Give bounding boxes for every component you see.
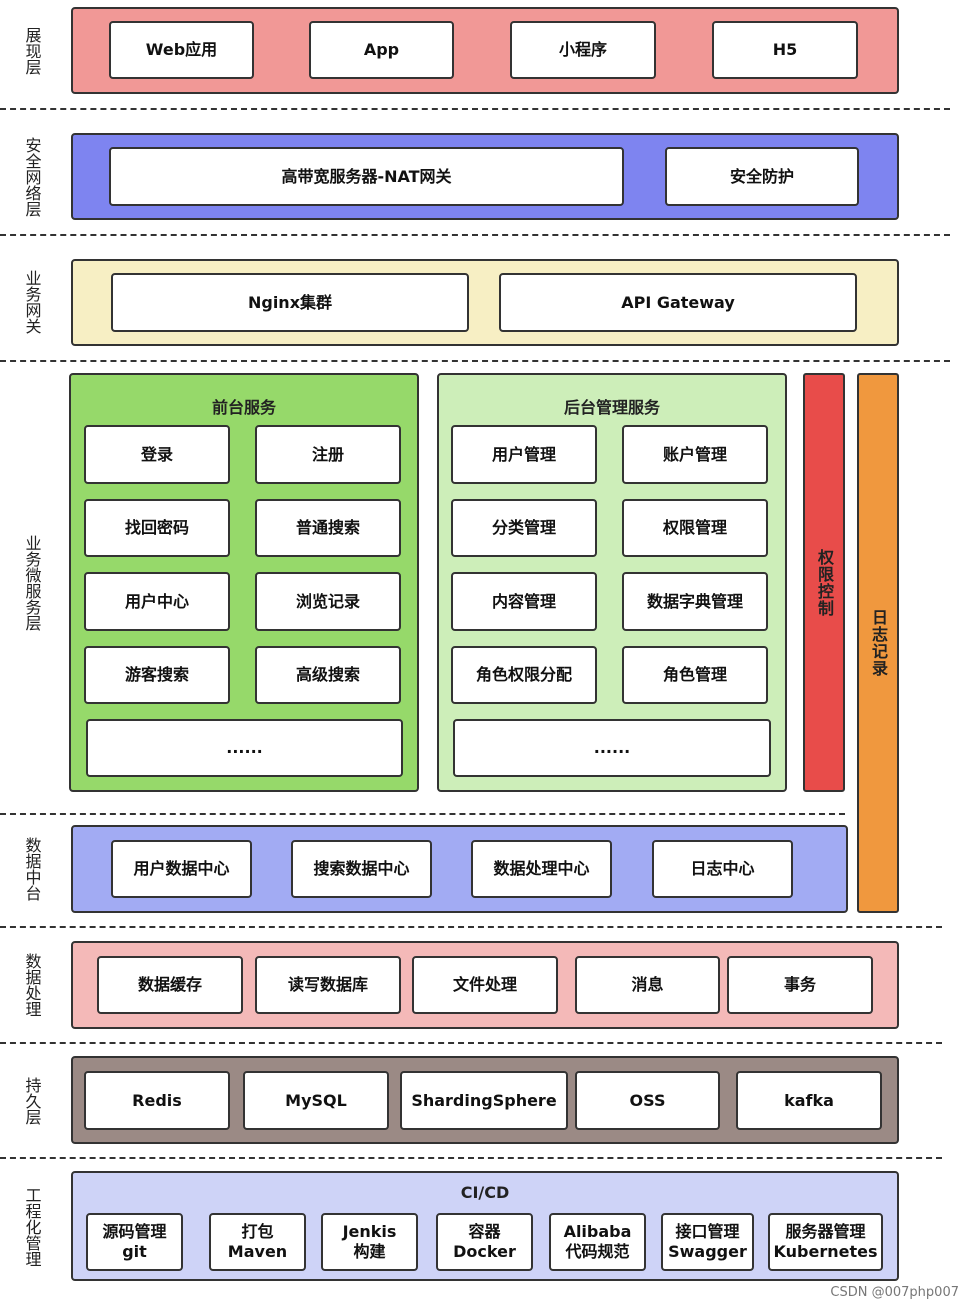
back-permission-management-box: 权限管理 xyxy=(622,499,768,557)
search-data-center-box: 搜索数据中心 xyxy=(291,840,432,898)
read-write-db-box: 读写数据库 xyxy=(255,956,401,1014)
back-role-permission-box: 角色权限分配 xyxy=(451,646,597,704)
data-processing-center-box: 数据处理中心 xyxy=(471,840,612,898)
cicd-title: CI/CD xyxy=(460,1183,510,1202)
layer-divider xyxy=(0,234,950,236)
front-browse-history-box: 浏览记录 xyxy=(255,572,401,631)
back-service-title: 后台管理服务 xyxy=(563,398,660,417)
nat-gateway-box: 高带宽服务器-NAT网关 xyxy=(109,147,624,206)
h5-box: H5 xyxy=(712,21,858,79)
tool-line2: Docker xyxy=(453,1242,516,1261)
tool-line1: 打包 xyxy=(241,1222,274,1241)
layer-label-engineering: 工程化管理 xyxy=(22,1187,42,1267)
layer-label-data-processing: 数据处理 xyxy=(22,953,42,1017)
layer-divider xyxy=(0,1042,942,1044)
tool-line2: git xyxy=(122,1242,147,1261)
data-cache-box: 数据缓存 xyxy=(97,956,243,1014)
back-dictionary-management-box: 数据字典管理 xyxy=(622,572,768,631)
front-service-title: 前台服务 xyxy=(211,398,276,417)
tool-line2: Swagger xyxy=(668,1242,747,1261)
app-box: App xyxy=(309,21,454,79)
log-center-box: 日志中心 xyxy=(652,840,793,898)
layer-label-microservice: 业务微服务层 xyxy=(22,535,42,631)
shardingsphere-box: ShardingSphere xyxy=(400,1071,568,1130)
security-protection-box: 安全防护 xyxy=(665,147,859,206)
front-register-box: 注册 xyxy=(255,425,401,484)
layer-divider xyxy=(0,813,845,815)
tool-line1: Alibaba xyxy=(563,1222,632,1241)
watermark: CSDN @007php007 xyxy=(830,1285,959,1300)
back-content-management-box: 内容管理 xyxy=(451,572,597,631)
message-box: 消息 xyxy=(575,956,720,1014)
layer-label-persistence: 持久层 xyxy=(22,1077,42,1125)
tool-line2: Kubernetes xyxy=(773,1242,878,1261)
back-category-management-box: 分类管理 xyxy=(451,499,597,557)
permission-control-bar: 权限控制 xyxy=(803,373,845,792)
user-data-center-box: 用户数据中心 xyxy=(111,840,252,898)
tool-line1: 容器 xyxy=(468,1222,501,1241)
alibaba-code-standard-box: Alibaba 代码规范 xyxy=(549,1213,646,1271)
front-find-password-box: 找回密码 xyxy=(84,499,230,557)
tool-line2: 代码规范 xyxy=(565,1242,630,1261)
tool-line1: Jenkis xyxy=(342,1222,397,1241)
file-processing-box: 文件处理 xyxy=(412,956,558,1014)
jenkins-build-box: Jenkis 构建 xyxy=(321,1213,418,1271)
log-record-bar: 日志记录 xyxy=(857,373,899,913)
tool-line1: 接口管理 xyxy=(675,1222,740,1241)
back-more-box: ...... xyxy=(453,719,771,777)
layer-divider xyxy=(0,108,950,110)
kafka-box: kafka xyxy=(736,1071,882,1130)
layer-divider xyxy=(0,926,942,928)
web-app-box: Web应用 xyxy=(109,21,254,79)
layer-label-security: 安全网络层 xyxy=(22,137,42,217)
front-normal-search-box: 普通搜索 xyxy=(255,499,401,557)
back-account-management-box: 账户管理 xyxy=(622,425,768,484)
tool-line2: Maven xyxy=(227,1242,288,1261)
redis-box: Redis xyxy=(84,1071,230,1130)
tool-line1: 服务器管理 xyxy=(785,1222,866,1241)
mini-program-box: 小程序 xyxy=(510,21,656,79)
container-docker-box: 容器 Docker xyxy=(436,1213,533,1271)
layer-divider xyxy=(0,360,950,362)
back-role-management-box: 角色管理 xyxy=(622,646,768,704)
front-login-box: 登录 xyxy=(84,425,230,484)
tool-line2: 构建 xyxy=(353,1242,386,1261)
package-maven-box: 打包 Maven xyxy=(209,1213,306,1271)
layer-label-gateway: 业务网关 xyxy=(22,270,42,334)
transaction-box: 事务 xyxy=(727,956,873,1014)
front-user-center-box: 用户中心 xyxy=(84,572,230,631)
mysql-box: MySQL xyxy=(243,1071,389,1130)
layer-label-data-center: 数据中台 xyxy=(22,837,42,901)
server-management-kubernetes-box: 服务器管理 Kubernetes xyxy=(768,1213,883,1271)
tool-line1: 源码管理 xyxy=(102,1222,167,1241)
back-user-management-box: 用户管理 xyxy=(451,425,597,484)
front-advanced-search-box: 高级搜索 xyxy=(255,646,401,704)
front-more-box: ...... xyxy=(86,719,403,777)
log-record-label: 日志记录 xyxy=(869,609,888,677)
nginx-cluster-box: Nginx集群 xyxy=(111,273,469,332)
api-gateway-box: API Gateway xyxy=(499,273,857,332)
permission-control-label: 权限控制 xyxy=(815,548,834,617)
layer-label-presentation: 展现层 xyxy=(22,27,42,75)
source-control-git-box: 源码管理 git xyxy=(86,1213,183,1271)
layer-divider xyxy=(0,1157,942,1159)
front-guest-search-box: 游客搜索 xyxy=(84,646,230,704)
oss-box: OSS xyxy=(575,1071,720,1130)
api-management-swagger-box: 接口管理 Swagger xyxy=(661,1213,754,1271)
